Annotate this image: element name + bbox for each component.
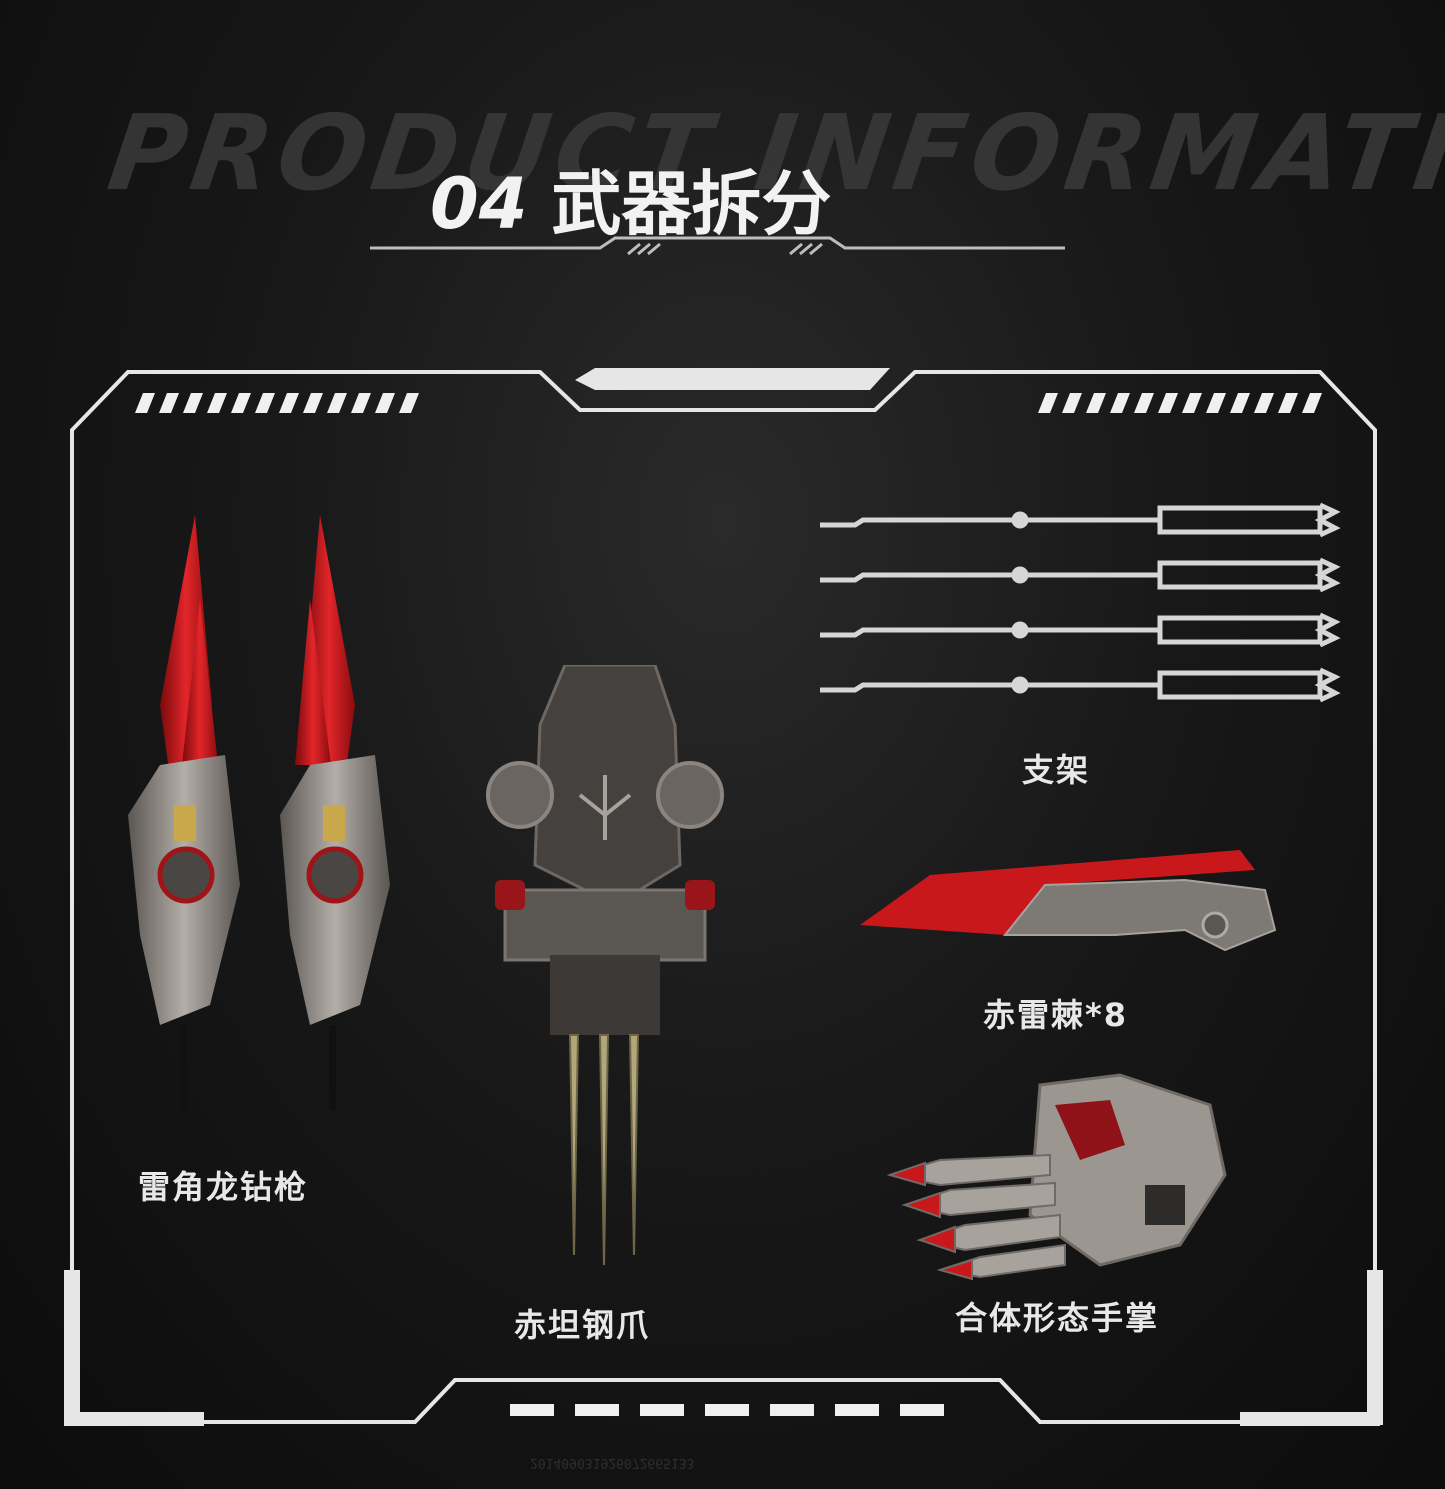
label-steel-claw: 赤坦钢爪 (514, 1306, 651, 1344)
spear-right (280, 515, 390, 1110)
frame-bottom-dashes (510, 1404, 944, 1416)
label-red-blade: 赤雷棘*8 (983, 996, 1129, 1034)
section-number: 04 (430, 163, 528, 245)
stand-rod-3 (820, 612, 1341, 648)
page-title: 04 武器拆分 (430, 148, 1030, 249)
stand-rod-1 (820, 502, 1341, 538)
section-title: 武器拆分 (551, 163, 832, 245)
steel-claw-icon (486, 665, 724, 1266)
claw-body (486, 665, 724, 1035)
red-blade-icon (860, 850, 1277, 952)
palm-fingers (886, 1153, 1066, 1280)
footer-code: 201409031926072665133 (530, 1455, 695, 1470)
label-drill-spear: 雷角龙钻枪 (138, 1168, 309, 1206)
title-underline (370, 236, 1065, 256)
frame-corner-accents (64, 368, 1383, 1426)
spear-left (128, 515, 240, 1110)
frame-top-stripes (135, 393, 1322, 413)
palm-body (1028, 1073, 1227, 1267)
label-stand: 支架 (1022, 751, 1091, 789)
stand-rods-icon (820, 502, 1341, 703)
claw-blades (568, 1034, 640, 1266)
drill-spear-icon (128, 515, 390, 1110)
stand-rod-2 (820, 557, 1341, 593)
label-combined-palm: 合体形态手掌 (955, 1299, 1160, 1337)
combined-palm-icon (886, 1073, 1227, 1280)
stand-rod-4 (820, 667, 1341, 703)
